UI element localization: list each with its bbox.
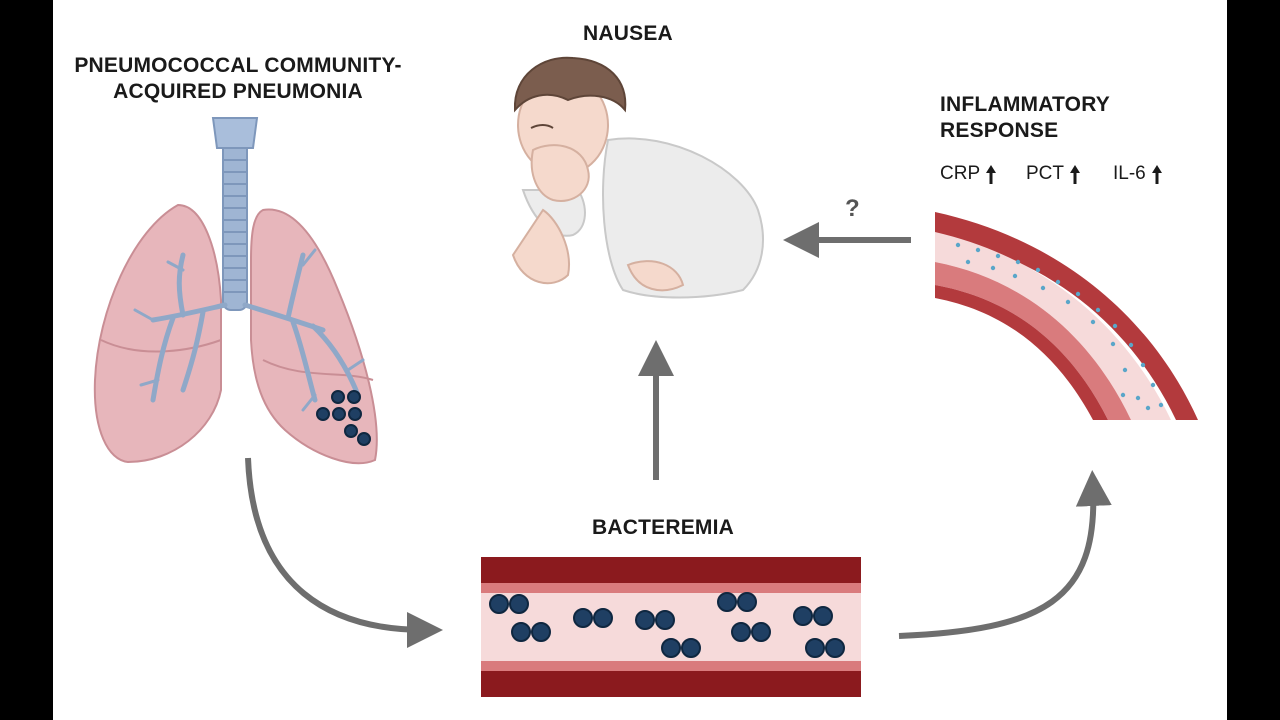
flow-arrows	[245, 222, 1112, 648]
diagram-canvas: PNEUMOCOCCAL COMMUNITY- ACQUIRED PNEUMON…	[53, 0, 1227, 720]
nausea-title: NAUSEA	[583, 22, 673, 45]
marker-crp: CRP	[940, 163, 997, 185]
nauseous-person-icon	[511, 56, 764, 299]
up-arrow-icon	[1070, 165, 1080, 184]
pneumonia-title: PNEUMOCOCCAL COMMUNITY- ACQUIRED PNEUMON…	[74, 54, 402, 103]
blood-vessel-straight-icon	[481, 557, 861, 697]
inflammatory-response-title: INFLAMMATORY RESPONSE	[940, 93, 1110, 142]
bacteremia-title: BACTEREMIA	[592, 516, 734, 539]
up-arrow-icon	[1151, 165, 1162, 184]
blood-vessel-curved-icon	[935, 212, 1198, 420]
arrow-bacteremia-to-inflammatory	[898, 470, 1112, 639]
lungs-icon	[93, 117, 378, 465]
uncertain-link-question-mark: ?	[845, 195, 860, 222]
arrow-lungs-to-bacteremia	[245, 457, 443, 648]
marker-il6: IL-6	[1113, 163, 1163, 185]
up-arrow-icon	[986, 165, 997, 184]
marker-pct: PCT	[1026, 163, 1081, 185]
bacteria-icon	[489, 592, 845, 658]
lung-bacteria-cluster	[316, 390, 371, 446]
